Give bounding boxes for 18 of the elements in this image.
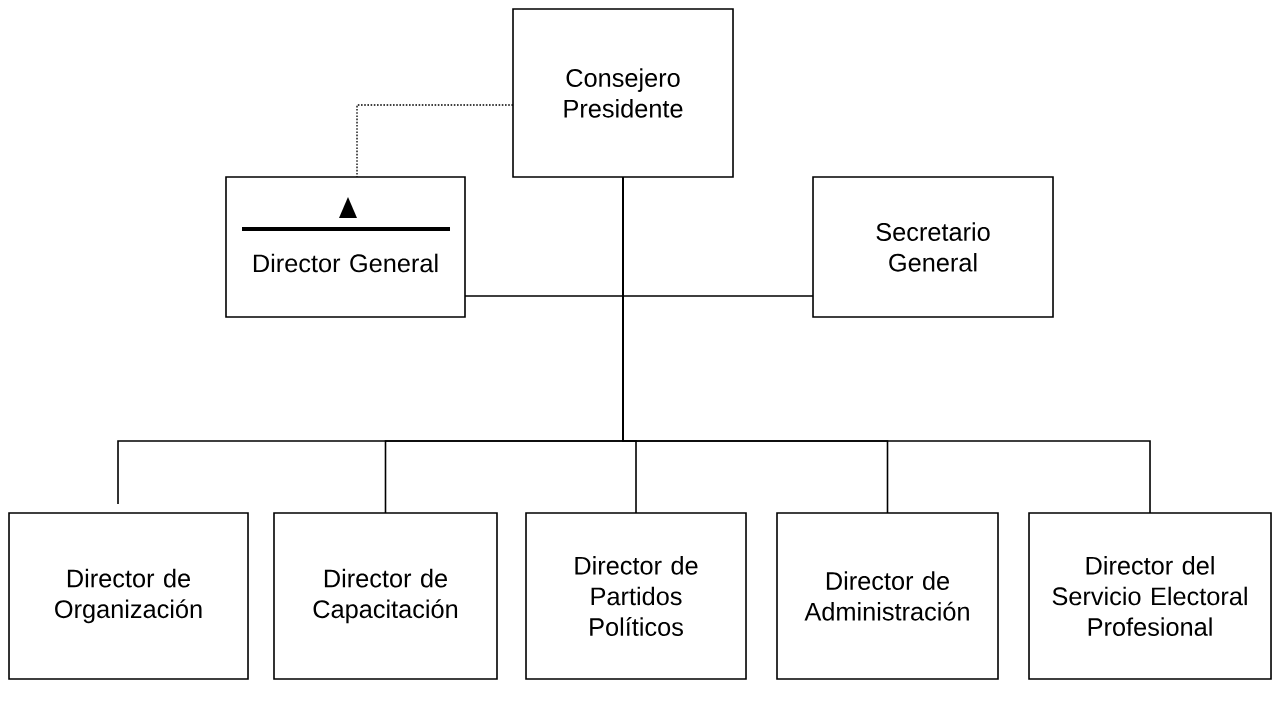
box-text: Director General <box>253 253 438 273</box>
box-text: Consejero Presidente <box>564 68 683 118</box>
box <box>512 8 734 178</box>
box <box>776 512 999 680</box>
box <box>225 176 466 318</box>
box-text: Director de Administración <box>804 571 969 621</box>
box-text: Director de Capacitación <box>313 568 458 624</box>
box-text: Secretario General <box>876 222 990 272</box>
box <box>8 512 249 680</box>
box-text: Director de Organización <box>55 568 202 624</box>
box <box>1028 512 1272 680</box>
connector <box>622 176 1151 514</box>
box <box>273 512 498 680</box>
connector <box>356 104 514 178</box>
box <box>525 512 747 680</box>
box-text: Director de Partidos Políticos <box>575 556 698 636</box>
box <box>812 176 1054 318</box>
box-text: Director del Servicio Electoral Profesional <box>1052 556 1247 636</box>
